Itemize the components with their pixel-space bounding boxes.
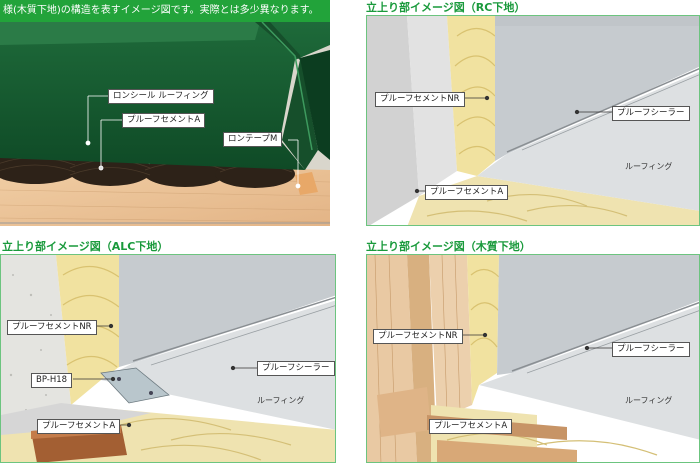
alc-label-roofing: ルーフィング — [257, 396, 305, 405]
wood-illustration — [367, 255, 699, 462]
wood-label-cement-nr: プルーフセメントNR — [373, 329, 463, 344]
rc-label-cement-a: プルーフセメントA — [425, 185, 509, 200]
heading-alc: 立上り部イメージ図（ALC下地） — [2, 240, 169, 253]
wood-panel: プルーフセメントNR プルーフシーラー ルーフィング プルーフセメントA — [366, 254, 700, 463]
heading-rc: 立上り部イメージ図（RC下地） — [366, 1, 526, 14]
alc-illustration — [1, 255, 335, 462]
rc-panel: プルーフセメントNR プルーフシーラー ルーフィング プルーフセメントA — [366, 15, 700, 226]
alc-label-cement-a: プルーフセメントA — [37, 419, 121, 434]
rc-label-roofing: ルーフィング — [625, 162, 673, 171]
rc-label-cement-nr: プルーフセメントNR — [375, 92, 465, 107]
label-ron-tape-m: ロンテープM — [223, 132, 283, 147]
banner-caption: 様(木質下地)の構造を表すイメージ図です。実際とは多少異なります。 — [0, 0, 330, 22]
alc-panel: プルーフセメントNR BP-H18 プルーフシーラー ルーフィング プルーフセメ… — [0, 254, 336, 463]
rc-label-sealer: プルーフシーラー — [612, 106, 690, 121]
alc-label-bp-h18: BP-H18 — [31, 373, 73, 388]
rc-illustration — [367, 16, 699, 225]
label-proof-cement-a: プルーフセメントA — [122, 113, 206, 128]
wood-label-cement-a: プルーフセメントA — [429, 419, 513, 434]
wood-label-roofing: ルーフィング — [625, 396, 673, 405]
heading-wood: 立上り部イメージ図（木質下地） — [366, 240, 531, 253]
alc-label-sealer: プルーフシーラー — [257, 361, 335, 376]
wood-label-sealer: プルーフシーラー — [612, 342, 690, 357]
label-ronseal-roofing: ロンシール ルーフィング — [108, 89, 214, 104]
alc-label-cement-nr: プルーフセメントNR — [7, 320, 97, 335]
roof-illustration-panel: 様(木質下地)の構造を表すイメージ図です。実際とは多少異なります。 ロンシール … — [0, 0, 330, 226]
